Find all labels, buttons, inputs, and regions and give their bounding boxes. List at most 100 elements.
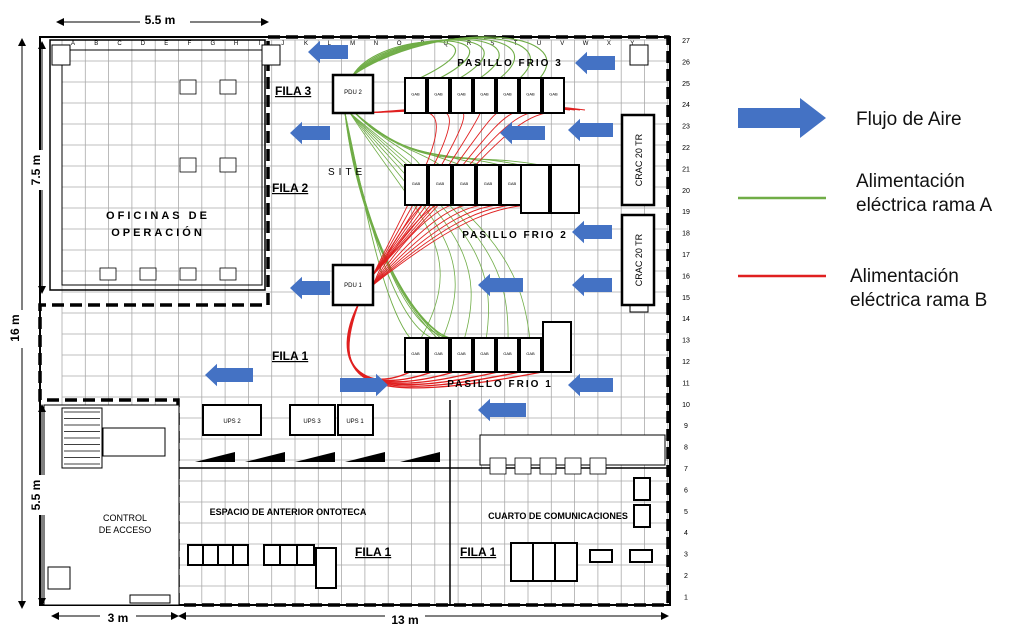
cabinet-label: GAB bbox=[526, 351, 535, 356]
cabinet bbox=[542, 77, 565, 114]
comms-device bbox=[589, 549, 613, 563]
cabinet bbox=[542, 321, 572, 373]
legend-arrow-icon bbox=[738, 98, 826, 138]
row-number: 4 bbox=[684, 530, 688, 537]
desk bbox=[219, 157, 237, 173]
row-number: 10 bbox=[682, 402, 690, 409]
access-label-line1: CONTROL bbox=[103, 513, 147, 523]
cable-branch-b bbox=[372, 111, 450, 276]
dimension-lines: 5.5 m 7.5 m 16 m 5.5 m 3 m 13 m bbox=[8, 10, 669, 625]
row-number: 11 bbox=[682, 380, 689, 387]
cable-branch-a bbox=[354, 112, 541, 166]
column-letter: F bbox=[188, 41, 192, 47]
column-letter: I bbox=[259, 41, 261, 47]
air-flow-arrow bbox=[572, 273, 612, 297]
cabinet bbox=[496, 77, 519, 114]
lower-rack bbox=[315, 547, 337, 589]
legend-branch-a: Alimentación eléctrica rama A bbox=[856, 170, 992, 218]
cable-branch-a bbox=[349, 112, 531, 341]
cabinet bbox=[427, 337, 450, 373]
desk bbox=[219, 267, 237, 281]
dim-top-width: 5.5 m bbox=[145, 13, 176, 27]
row-number: 2 bbox=[684, 573, 688, 580]
column-letter: W bbox=[583, 41, 589, 47]
cabinet bbox=[404, 77, 427, 114]
cabinet bbox=[473, 337, 496, 373]
cabinet bbox=[450, 337, 473, 373]
column-letter: C bbox=[117, 41, 122, 47]
row-number: 12 bbox=[682, 359, 690, 366]
battery-wedge bbox=[245, 452, 285, 462]
cable-branch-b bbox=[372, 111, 481, 276]
battery-wedges bbox=[195, 452, 440, 462]
cabinet bbox=[404, 164, 428, 206]
air-flow-arrow bbox=[290, 276, 330, 300]
cabinet-label: GAB bbox=[480, 92, 489, 97]
air-flow-arrow bbox=[500, 121, 545, 145]
air-flow-arrow bbox=[568, 118, 613, 142]
lower-rack bbox=[263, 544, 315, 566]
comms-cell bbox=[489, 457, 507, 475]
column-letter: U bbox=[537, 41, 541, 47]
battery-wedge bbox=[400, 452, 440, 462]
crac-upper-label: CRAC 20 TR bbox=[634, 133, 644, 186]
row-number: 9 bbox=[684, 423, 688, 430]
cold-aisle-1: PASILLO FRIO 1 bbox=[447, 379, 553, 390]
column-letter: O bbox=[397, 41, 402, 47]
row-number: 25 bbox=[682, 81, 690, 88]
legend bbox=[738, 98, 826, 278]
air-flow-arrow bbox=[575, 51, 615, 75]
row-number: 3 bbox=[684, 552, 688, 559]
row-number: 8 bbox=[684, 445, 688, 452]
row-number: 16 bbox=[682, 273, 690, 280]
cable-branch-a bbox=[349, 112, 472, 341]
air-flow-arrows bbox=[205, 40, 615, 422]
row-number: 6 bbox=[684, 487, 688, 494]
cabinet-label: GAB bbox=[457, 351, 466, 356]
row-label-fila1: FILA 1 bbox=[272, 349, 309, 363]
legend-branch-b-line2: eléctrica rama B bbox=[850, 289, 988, 311]
cable-branch-a bbox=[352, 38, 516, 79]
desk bbox=[179, 79, 197, 95]
cabinet bbox=[428, 164, 452, 206]
ups-label-1: UPS 1 bbox=[346, 419, 364, 425]
cabinet-label: GAB bbox=[436, 181, 445, 186]
row-numbers: 2726252423222120191817161514131211109876… bbox=[682, 38, 690, 601]
dim-bottom-width: 13 m bbox=[391, 613, 418, 625]
legend-branch-b-line1: Alimentación bbox=[850, 266, 959, 287]
cable-branch-b bbox=[346, 304, 411, 380]
site-label: SITE bbox=[328, 167, 366, 178]
access-label-line2: DE ACCESO bbox=[99, 525, 152, 535]
cabinet bbox=[519, 77, 542, 114]
lower-equipment bbox=[187, 457, 653, 589]
legend-branch-b: Alimentación eléctrica rama B bbox=[850, 265, 987, 313]
air-flow-arrow bbox=[308, 40, 348, 64]
row-number: 14 bbox=[682, 316, 690, 323]
desk bbox=[219, 79, 237, 95]
row-number: 19 bbox=[682, 209, 690, 216]
legend-branch-a-line2: eléctrica rama A bbox=[856, 194, 993, 216]
row-number: 13 bbox=[682, 338, 690, 345]
cable-branch-a bbox=[349, 112, 509, 341]
cabinet-label: GAB bbox=[434, 351, 443, 356]
cabinet-label: GAB bbox=[411, 351, 420, 356]
column-letter: V bbox=[560, 41, 564, 47]
cabinet bbox=[476, 164, 500, 206]
column-letter: B bbox=[94, 41, 98, 47]
cabinet-label: GAB bbox=[484, 181, 493, 186]
column-letter: J bbox=[281, 41, 284, 47]
column-letter: Q bbox=[443, 41, 448, 47]
cable-branch-a bbox=[352, 39, 485, 79]
cabinet bbox=[520, 164, 550, 214]
row-number: 17 bbox=[682, 252, 690, 259]
column-letter: X bbox=[607, 41, 611, 47]
column-letter: E bbox=[164, 41, 168, 47]
comms-rack bbox=[510, 542, 578, 582]
building-walls bbox=[38, 35, 671, 607]
cabinet bbox=[496, 337, 519, 373]
air-flow-arrow bbox=[478, 398, 526, 422]
cabinet-label: GAB bbox=[434, 92, 443, 97]
dim-bottom-left: 3 m bbox=[108, 611, 129, 625]
